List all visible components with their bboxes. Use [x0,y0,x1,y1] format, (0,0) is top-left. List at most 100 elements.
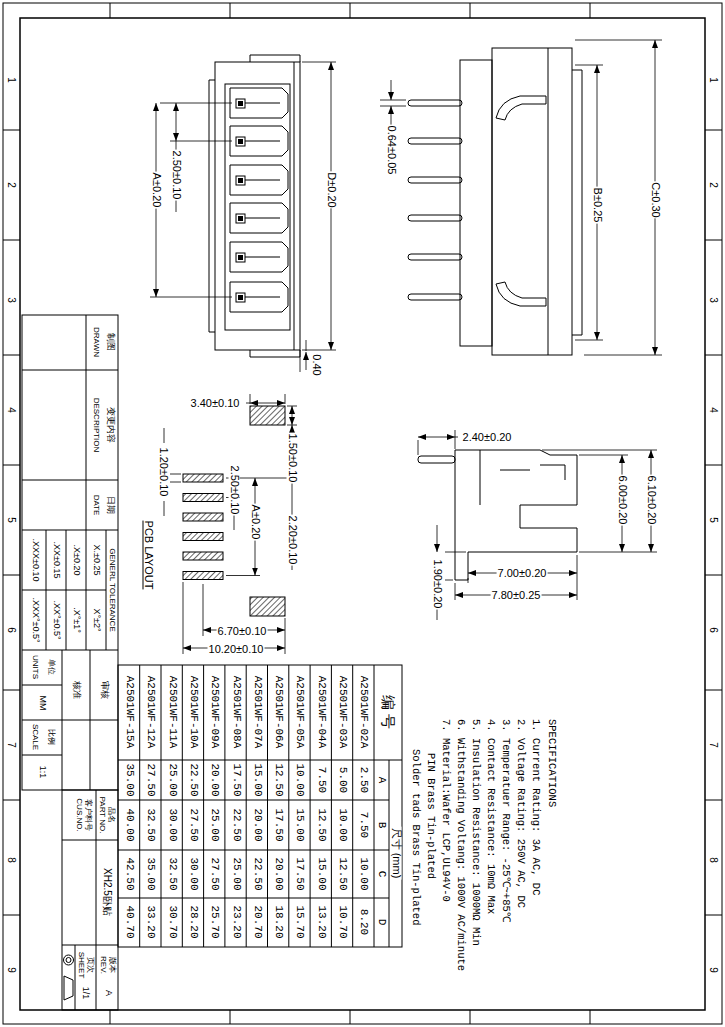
zone-number: 2 [6,181,16,189]
pcb-layout [183,406,285,616]
table-header: A [376,776,387,785]
dimension-label: 10.20±0.10 [208,644,265,655]
title-block-text: 客户料号 [84,798,92,832]
pcb-dimensions [164,394,297,654]
zone-ticks [3,3,722,1024]
dimension-label: 0.40 [311,353,322,376]
zone-number: 4 [708,406,718,414]
dimension-table [118,665,402,947]
table-cell: 12.50 [273,762,284,797]
dimension-label: 2.50±0.10 [229,465,240,516]
title-block-text: PART NO. [98,796,106,835]
table-cell: 40.00 [124,807,135,842]
spec-text: Solder tads Brass Tin-plated [411,748,422,926]
table-cell: 27.50 [209,856,220,891]
title-block-text: 单位 [47,658,55,676]
title-block-text: .X±0.20 [72,544,81,577]
table-header: 尺寸 (mm) [391,827,402,880]
title-block-text: MM [38,695,47,712]
zone-number: 2 [708,181,718,189]
table-cell: 18.20 [273,904,284,939]
table-cell: 17.50 [294,856,305,891]
title-block-text: SHEET [77,951,85,980]
table-cell: A2501WF-10A [187,675,198,750]
dimension-label: 1.50±0.10 [287,433,298,484]
spec-text: PIN Brass Tin-plated [426,752,437,880]
dimension-label: 2.40±0.20 [462,432,513,443]
title-block-text: 审核 [100,680,109,700]
table-cell: 27.50 [145,762,156,797]
title-block-text: 日期 [106,495,115,515]
table-cell: 10.00 [337,807,348,842]
zone-number: 5 [708,516,718,524]
dimension-label: D±0.20 [326,171,337,208]
table-cell: A2501WF-09A [209,675,220,750]
table-cell: 30.70 [166,904,177,939]
title-block-text: DESCRIPTION [92,397,100,454]
zone-number: 6 [708,626,718,634]
spec-text: 7. Material:Wafer LCP,UL94V-0 [441,718,452,903]
title-block-text: 1/1 [81,986,90,1001]
zone-number: 5 [6,516,16,524]
title-block-text: A [104,989,113,997]
title-block-text: X.±0.25 [92,544,101,577]
table-cell: 10.00 [294,762,305,797]
table-cell: 5.00 [337,766,348,794]
table-cell: 28.20 [187,904,198,939]
title-block-text: REV. [99,955,107,975]
zone-number: 9 [6,966,16,974]
table-cell: 7.50 [358,811,369,839]
table-cell: 25.70 [209,904,220,939]
title-block-text: XH2.5卧贴 [102,867,112,917]
table-cell: 17.50 [230,762,241,797]
dimension-label: 0.64±0.05 [386,125,397,176]
table-cell: A2501WF-12A [145,675,156,750]
title-block-text: .XXX°±0.5° [31,596,40,643]
table-cell: 42.50 [124,856,135,891]
dimension-label: 6.10±0.20 [646,475,657,526]
title-block-text: X°±2° [92,607,101,632]
zone-number: 8 [708,856,718,864]
title-block-text: .X°±1° [72,606,81,634]
zone-number: 7 [6,741,16,749]
table-cell: 7.50 [315,766,326,794]
table-cell: A2501WF-05A [294,675,305,750]
table-cell: 20.00 [251,807,262,842]
title-block-text: 制图 [106,332,115,352]
table-cell: 35.00 [124,762,135,797]
dimension-label: 7.80±0.25 [491,590,542,601]
side-dimensions [418,430,657,620]
table-cell: 25.00 [230,856,241,891]
table-cell: 25.00 [209,807,220,842]
dimension-label: A±0.20 [151,172,162,209]
title-block-text: .XX°±0.5° [52,599,61,640]
title-block [22,315,118,1010]
table-cell: 8.20 [358,908,369,936]
zone-number: 3 [708,296,718,304]
spec-text: 5. Insulation Resistance: 1000MΩ Min [471,718,482,947]
zone-number: 6 [6,626,16,634]
spec-text: 1. Current Rating: 3A AC, DC [531,718,542,896]
table-cell: 30.00 [187,856,198,891]
title-block-text: 变更内容 [106,406,115,444]
table-cell: A2501WF-11A [166,675,177,750]
zone-number: 4 [6,406,16,414]
title-block-text: .XXX±0.10 [31,538,40,583]
title-block-text: 1:1 [38,765,47,780]
zone-number: 3 [6,296,16,304]
dimension-label: A±0.20 [250,504,261,541]
dimension-label: B±0.25 [592,187,603,224]
zone-number: 1 [6,76,16,84]
title-block-text: GENERL TOLERANCE [108,547,116,632]
table-cell: 15.00 [251,762,262,797]
table-cell: 13.20 [315,904,326,939]
spec-text: 3. Temperatuer Range: -25℃~+85℃ [501,718,512,923]
view-title: PCB LAYOUT [143,520,154,591]
dimension-label: 3.40±0.10 [190,398,241,409]
spec-text: 6. Withstanding Voltang: 1000V AC/minute [456,718,467,972]
title-block-text: UNITS [31,654,39,680]
dimension-label: 6.00±0.20 [617,475,628,526]
title-block-text: DATE [92,494,100,517]
spec-text: 2. Voltage Rating: 250V AC, DC [516,718,527,909]
title-block-text: DRAWN [92,326,100,358]
